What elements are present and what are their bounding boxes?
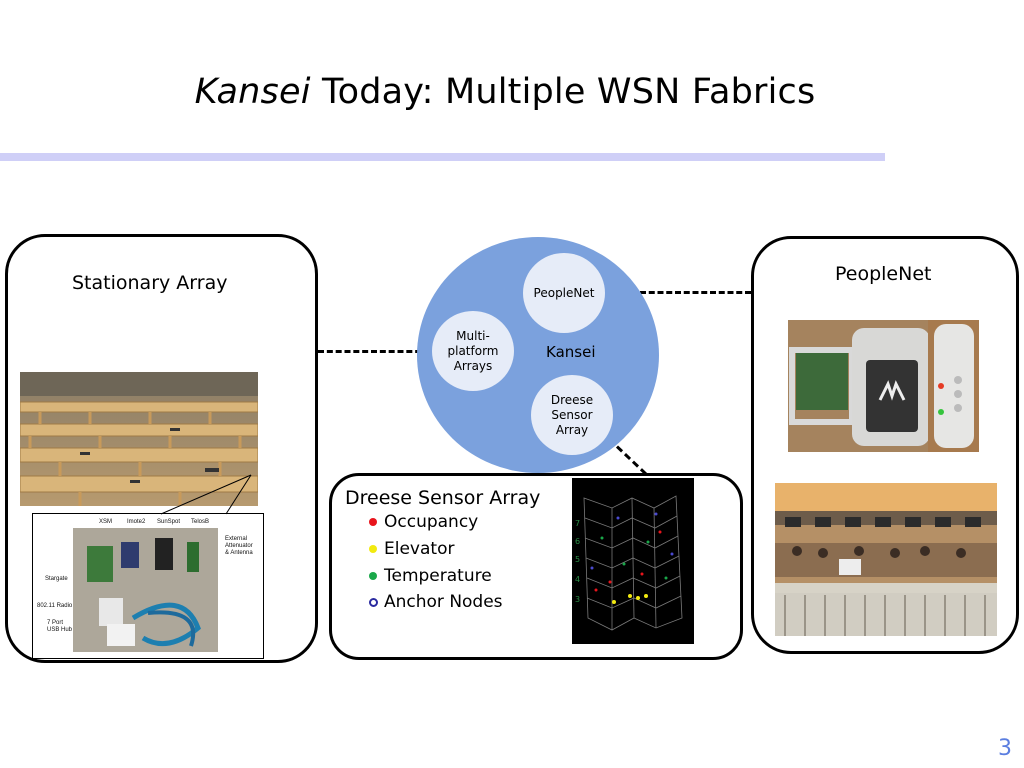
hub-peoplenet-label: PeopleNet xyxy=(533,286,595,300)
label-imote2: Imote2 xyxy=(127,519,146,525)
floor-label-3: 3 xyxy=(575,595,580,604)
stationary-node-inset: XSM Imote2 SunSpot TelosB External Atten… xyxy=(32,474,264,659)
label-hub-2: USB Hub xyxy=(47,627,73,633)
kansei-hub-label: Kansei xyxy=(546,343,596,361)
label-stargate: Stargate xyxy=(45,576,68,582)
legend-anchor-nodes: Anchor Nodes xyxy=(384,592,503,612)
stationary-array-title: Stationary Array xyxy=(72,272,228,294)
hub-dreese-line1: Dreese xyxy=(550,392,594,407)
label-external-1: External xyxy=(225,536,247,542)
label-telosb: TelosB xyxy=(191,519,209,525)
node-board-labels: XSM Imote2 SunSpot TelosB External Atten… xyxy=(37,519,253,633)
legend-dot-anchor-nodes xyxy=(369,598,378,607)
connector-stationary-hub xyxy=(318,350,430,353)
label-external-3: & Antenna xyxy=(225,550,253,556)
label-hub-1: 7 Port xyxy=(47,620,63,626)
label-external-2: Attenuator xyxy=(225,543,253,549)
page-number: 3 xyxy=(998,736,1012,761)
title-italic: Kansei xyxy=(194,72,311,112)
legend-occupancy: Occupancy xyxy=(384,512,479,532)
legend-dot-temperature xyxy=(369,572,377,580)
legend-dot-elevator xyxy=(369,545,377,553)
peoplenet-gym-photo xyxy=(775,483,997,636)
title-rest: Today: Multiple WSN Fabrics xyxy=(310,72,816,112)
legend-elevator: Elevator xyxy=(384,539,455,559)
legend-dot-occupancy xyxy=(369,518,377,526)
label-sunspot: SunSpot xyxy=(157,519,180,525)
floor-label-5: 5 xyxy=(575,555,580,564)
hub-dreese-circle: Dreese Sensor Array xyxy=(531,375,613,455)
connector-hub-peoplenet xyxy=(605,291,751,294)
slide-title: Kansei Today: Multiple WSN Fabrics xyxy=(0,72,1010,112)
label-xsm: XSM xyxy=(99,519,112,525)
hub-multiplatform-line2: platform xyxy=(447,343,499,358)
stationary-array-photo xyxy=(20,372,258,506)
label-radio: 802.11 Radio xyxy=(37,603,73,609)
legend-temperature: Temperature xyxy=(384,566,492,586)
hub-dreese-line3: Array xyxy=(555,422,589,437)
hub-dreese-line2: Sensor xyxy=(551,407,593,422)
inset-callout-lines xyxy=(160,474,252,515)
floor-label-6: 6 xyxy=(575,537,580,546)
floor-label-4: 4 xyxy=(575,575,580,584)
node-board-photo xyxy=(73,528,218,652)
hub-multiplatform-line3: Arrays xyxy=(453,358,493,373)
dreese-building-wireframe: 7 6 5 4 3 xyxy=(572,478,694,644)
hub-peoplenet-circle: PeopleNet xyxy=(523,253,605,333)
connector-hub-dreese xyxy=(607,437,649,477)
hub-multiplatform-circle: Multi- platform Arrays xyxy=(432,311,514,391)
peoplenet-title: PeopleNet xyxy=(835,263,932,285)
title-underline-bar xyxy=(0,153,885,161)
floor-label-7: 7 xyxy=(575,519,580,528)
hub-multiplatform-line1: Multi- xyxy=(456,328,490,343)
peoplenet-device-photo xyxy=(788,320,979,452)
dreese-title: Dreese Sensor Array xyxy=(345,487,541,509)
